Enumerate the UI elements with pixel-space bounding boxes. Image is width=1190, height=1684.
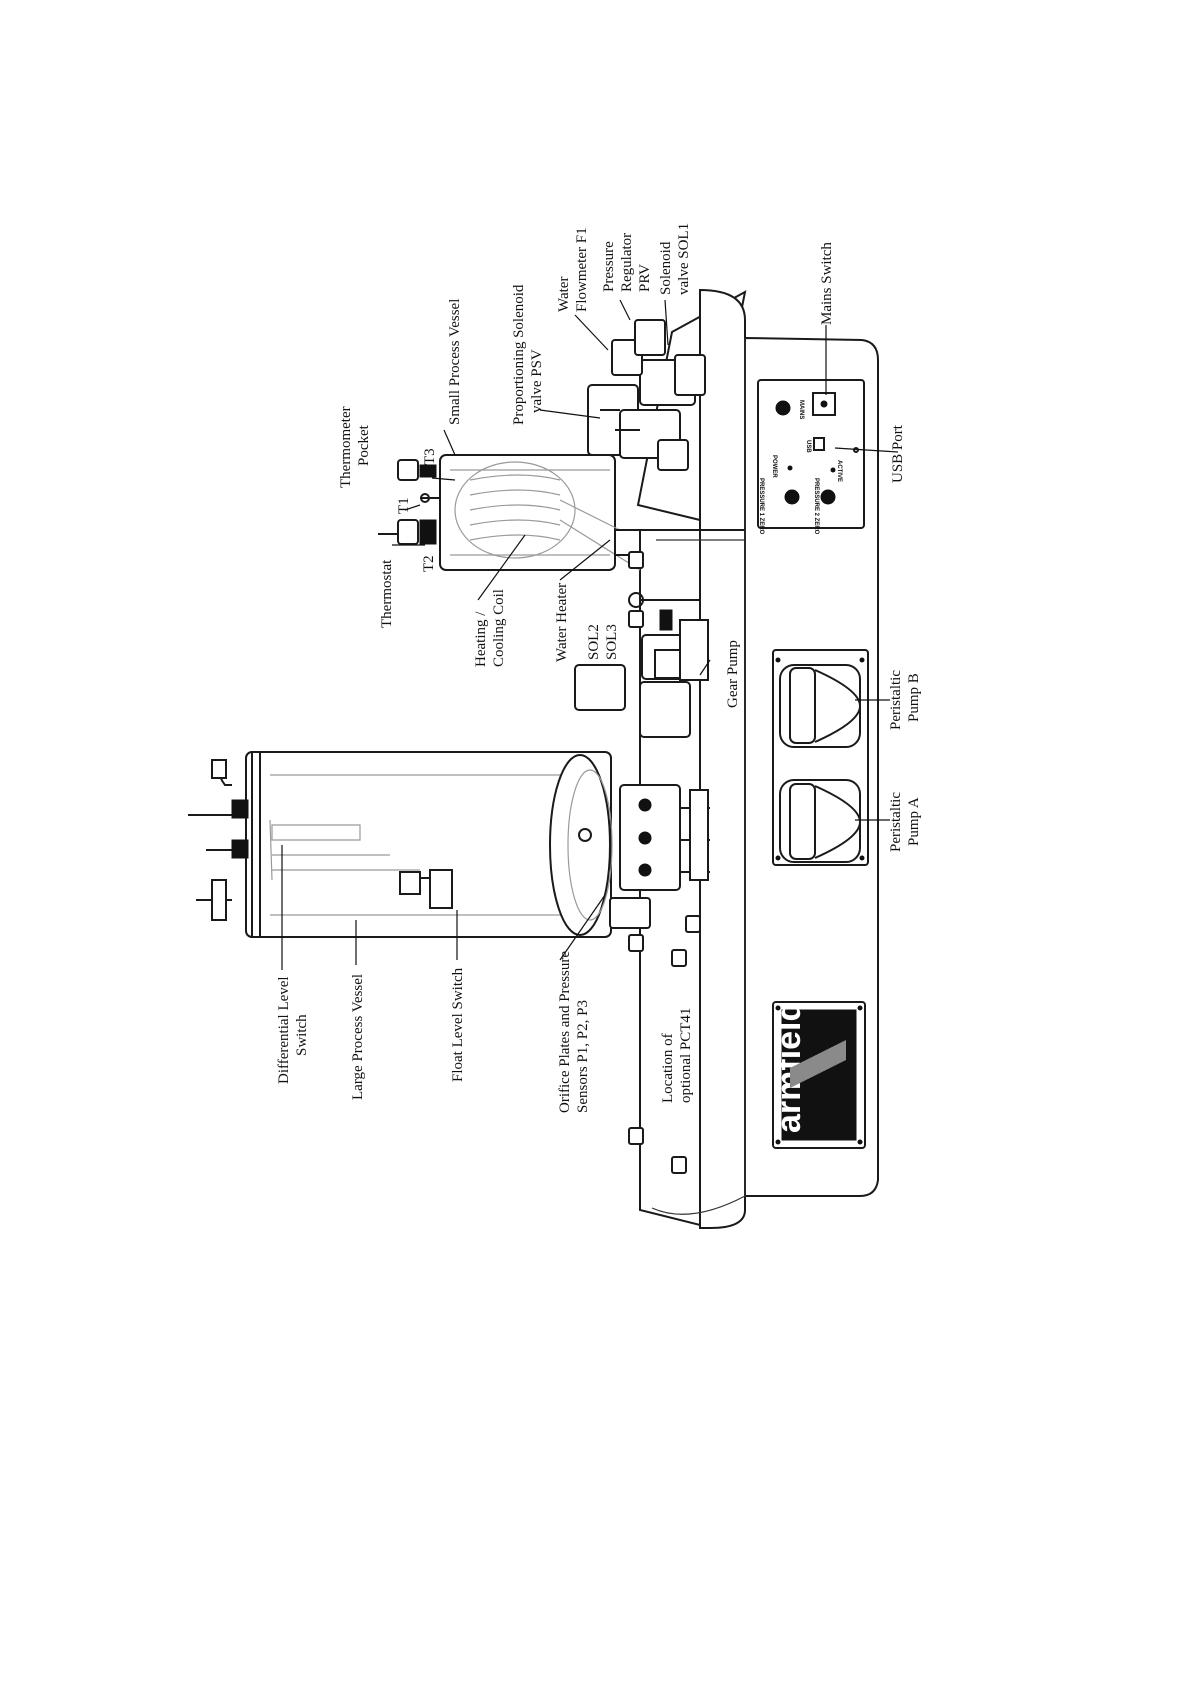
label-pressure-regulator-2: Regulator (619, 233, 635, 292)
label-peristaltic-pump-a-1: Peristaltic (888, 792, 904, 852)
label-sol3: SOL3 (604, 624, 620, 660)
label-orifice-plates-2: Sensors P1, P2, P3 (575, 1000, 591, 1113)
label-gear-pump: Gear Pump (725, 640, 741, 708)
base-feet (628, 551, 701, 1174)
label-t2: T2 (421, 555, 437, 572)
label-pct41-location-1: Location of (660, 1033, 676, 1103)
large-process-vessel-drawing (188, 751, 613, 938)
label-thermostat: Thermostat (379, 559, 395, 628)
label-small-process-vessel: Small Process Vessel (447, 299, 463, 425)
label-mains-switch: Mains Switch (819, 242, 835, 325)
control-panel: MAINS POWER USB ACTIVE PRESSURE 1 ZERO P… (757, 379, 865, 535)
label-pressure-regulator-1: Pressure (601, 241, 617, 292)
label-water-heater: Water Heater (554, 583, 570, 662)
panel-mains-label: MAINS (798, 400, 804, 419)
leader-lines (281, 299, 899, 970)
label-heating-cooling-coil-2: Cooling Coil (491, 589, 507, 667)
orifice-plates-drawing (609, 784, 710, 929)
power-indicator-icon (775, 400, 791, 416)
pressure1-zero-knob-icon[interactable] (784, 489, 800, 505)
peristaltic-pumps (772, 649, 869, 866)
label-water-flowmeter-2: Flowmeter F1 (574, 227, 590, 312)
sol2-sol3-gear-pump-drawing (574, 592, 709, 738)
label-float-level-switch: Float Level Switch (450, 967, 466, 1082)
panel-usb-label: USB (805, 440, 811, 453)
label-differential-level-switch-1: Differential Level (276, 976, 292, 1084)
pressure2-zero-knob-icon[interactable] (820, 489, 836, 505)
label-large-process-vessel: Large Process Vessel (350, 974, 366, 1100)
small-process-vessel-drawing (378, 454, 641, 571)
label-differential-level-switch-2: Switch (294, 1014, 310, 1056)
label-usb-port: USB Port (890, 424, 906, 483)
label-water-flowmeter-1: Water (556, 277, 572, 312)
label-thermometer-pocket-2: Pocket (356, 424, 372, 466)
panel-power-label: POWER (771, 455, 777, 478)
label-psv-1: Proportioning Solenoid (511, 284, 527, 425)
label-t3: T3 (422, 448, 438, 465)
label-peristaltic-pump-a-2: Pump A (906, 797, 922, 846)
valve-assembly-drawing (587, 319, 706, 471)
label-sol2: SOL2 (586, 624, 602, 660)
label-peristaltic-pump-b-1: Peristaltic (888, 670, 904, 730)
panel-active-label: ACTIVE (836, 460, 842, 482)
label-t1: T1 (396, 497, 412, 514)
panel-pressure2-label: PRESSURE 2 ZERO (813, 478, 819, 535)
label-pressure-regulator-3: PRV (637, 264, 653, 292)
label-thermometer-pocket-1: Thermometer (338, 406, 354, 488)
label-heating-cooling-coil-1: Heating / (473, 611, 489, 667)
labels: Differential Level Switch Large Process … (276, 223, 922, 1113)
label-psv-2: valve PSV (529, 349, 545, 413)
usb-port-icon[interactable] (813, 437, 825, 451)
label-solenoid-sol1-2: valve SOL1 (676, 223, 692, 295)
panel-pressure1-label: PRESSURE 1 ZERO (758, 478, 764, 535)
label-pct41-location-2: optional PCT41 (678, 1008, 694, 1103)
label-peristaltic-pump-b-2: Pump B (906, 673, 922, 722)
label-solenoid-sol1-1: Solenoid (658, 241, 674, 295)
armfield-logo: armfield (770, 1001, 866, 1149)
label-orifice-plates-1: Orifice Plates and Pressure (557, 951, 573, 1113)
